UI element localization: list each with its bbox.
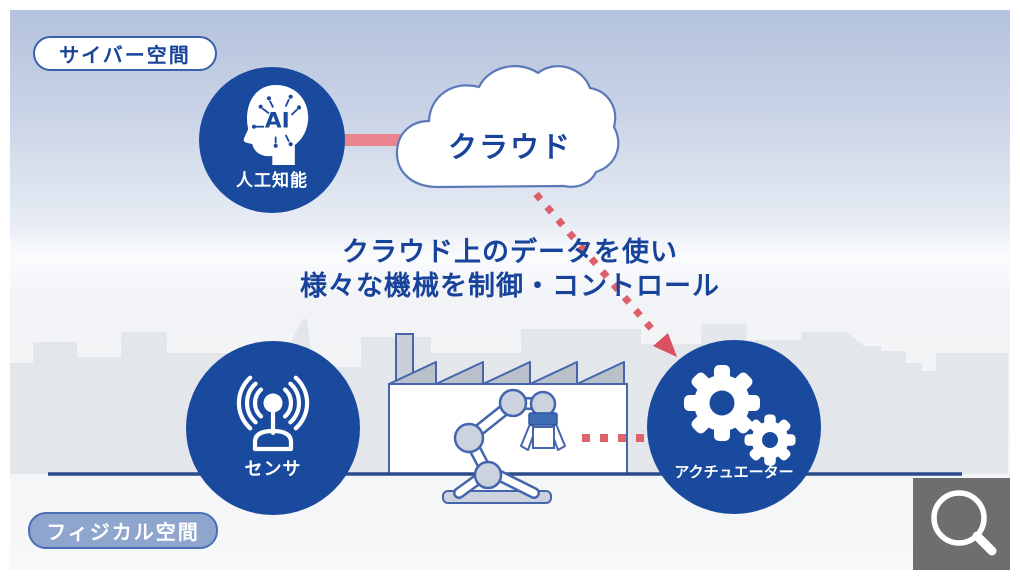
robot-arm-icon [442,388,566,504]
svg-text:AI: AI [265,109,290,134]
cloud-label: クラウド [447,130,572,164]
caption-line2: 様々な機械を制御・コントロール [300,271,720,302]
caption-text: クラウド上のデータを使い 様々な機械を制御・コントロール [10,236,1010,304]
sensor-node: センサ [186,341,360,515]
ai-node-label: 人工知能 [236,171,308,191]
cyber-space-badge: サイバー空間 [33,36,217,71]
diagram-inner: AI 人工知能 センサ [10,10,1010,570]
actuator-node: アクチュエーター [647,340,821,514]
cloud-to-actuator-arrow [533,191,677,357]
physical-space-badge: フィジカル空間 [28,512,218,549]
cloud-shape [395,65,620,189]
sensor-antenna-icon [236,375,310,452]
sensor-node-label: センサ [244,459,302,480]
zoom-button[interactable] [913,478,1010,570]
caption-line1: クラウド上のデータを使い [342,237,678,268]
magnifier-icon [931,490,997,556]
actuator-node-label: アクチュエーター [674,463,794,481]
ai-cloud-connector [343,134,401,146]
gears-icon [684,365,796,466]
ai-node: AI 人工知能 [199,67,345,213]
factory-icon [388,333,628,475]
ai-head-icon: AI [243,85,309,165]
